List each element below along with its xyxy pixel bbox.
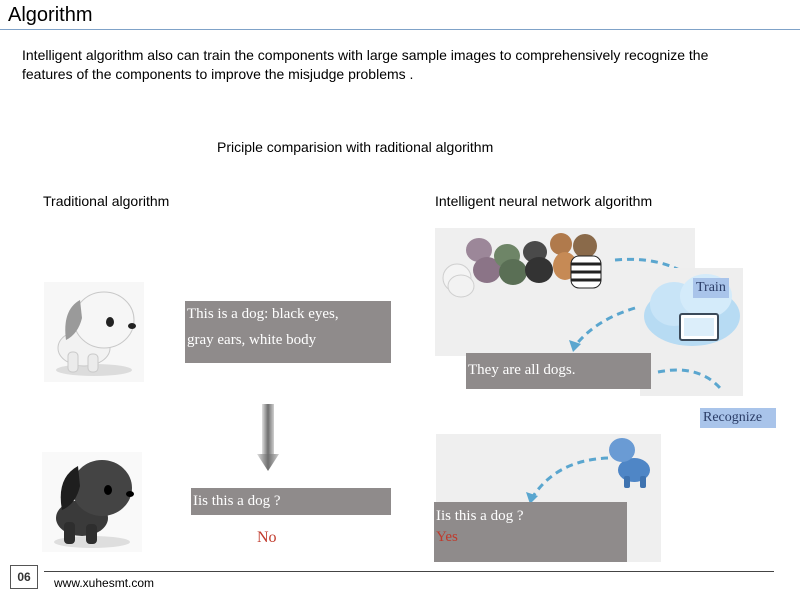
header-divider xyxy=(0,29,800,30)
down-arrow-icon xyxy=(256,404,280,472)
page-number: 06 xyxy=(10,565,38,589)
neural-answer: Yes xyxy=(436,529,458,545)
footer-url: www.xuhesmt.com xyxy=(54,576,155,590)
definition-line-1: This is a dog: black eyes, xyxy=(187,306,339,322)
definition-line-2: gray ears, white body xyxy=(187,332,317,348)
definition-box: This is a dog: black eyes, gray ears, wh… xyxy=(185,301,391,363)
neural-result-box: Iis this a dog ? Yes xyxy=(434,502,627,562)
train-caption-box: They are all dogs. xyxy=(466,353,651,389)
neural-column-title: Intelligent neural network algorithm xyxy=(435,193,653,209)
black-dog-image xyxy=(42,452,142,552)
traditional-answer: No xyxy=(257,529,277,546)
recognize-label: Recognize xyxy=(700,408,777,428)
slide-header: Algorithm xyxy=(0,0,800,30)
white-dog-image xyxy=(44,282,144,382)
traditional-question-box: Iis this a dog ? xyxy=(191,488,391,515)
comparison-subtitle: Priciple comparision with raditional alg… xyxy=(217,139,494,155)
intro-paragraph: Intelligent algorithm also can train the… xyxy=(22,47,709,82)
neural-question: Iis this a dog ? xyxy=(436,508,524,524)
slide-title: Algorithm xyxy=(8,4,93,26)
blue-dog-icon xyxy=(609,438,650,488)
train-label: Train xyxy=(693,278,729,298)
puppy-group-icon xyxy=(442,233,602,298)
traditional-column-title: Traditional algorithm xyxy=(43,193,170,209)
footer-divider xyxy=(44,571,774,572)
